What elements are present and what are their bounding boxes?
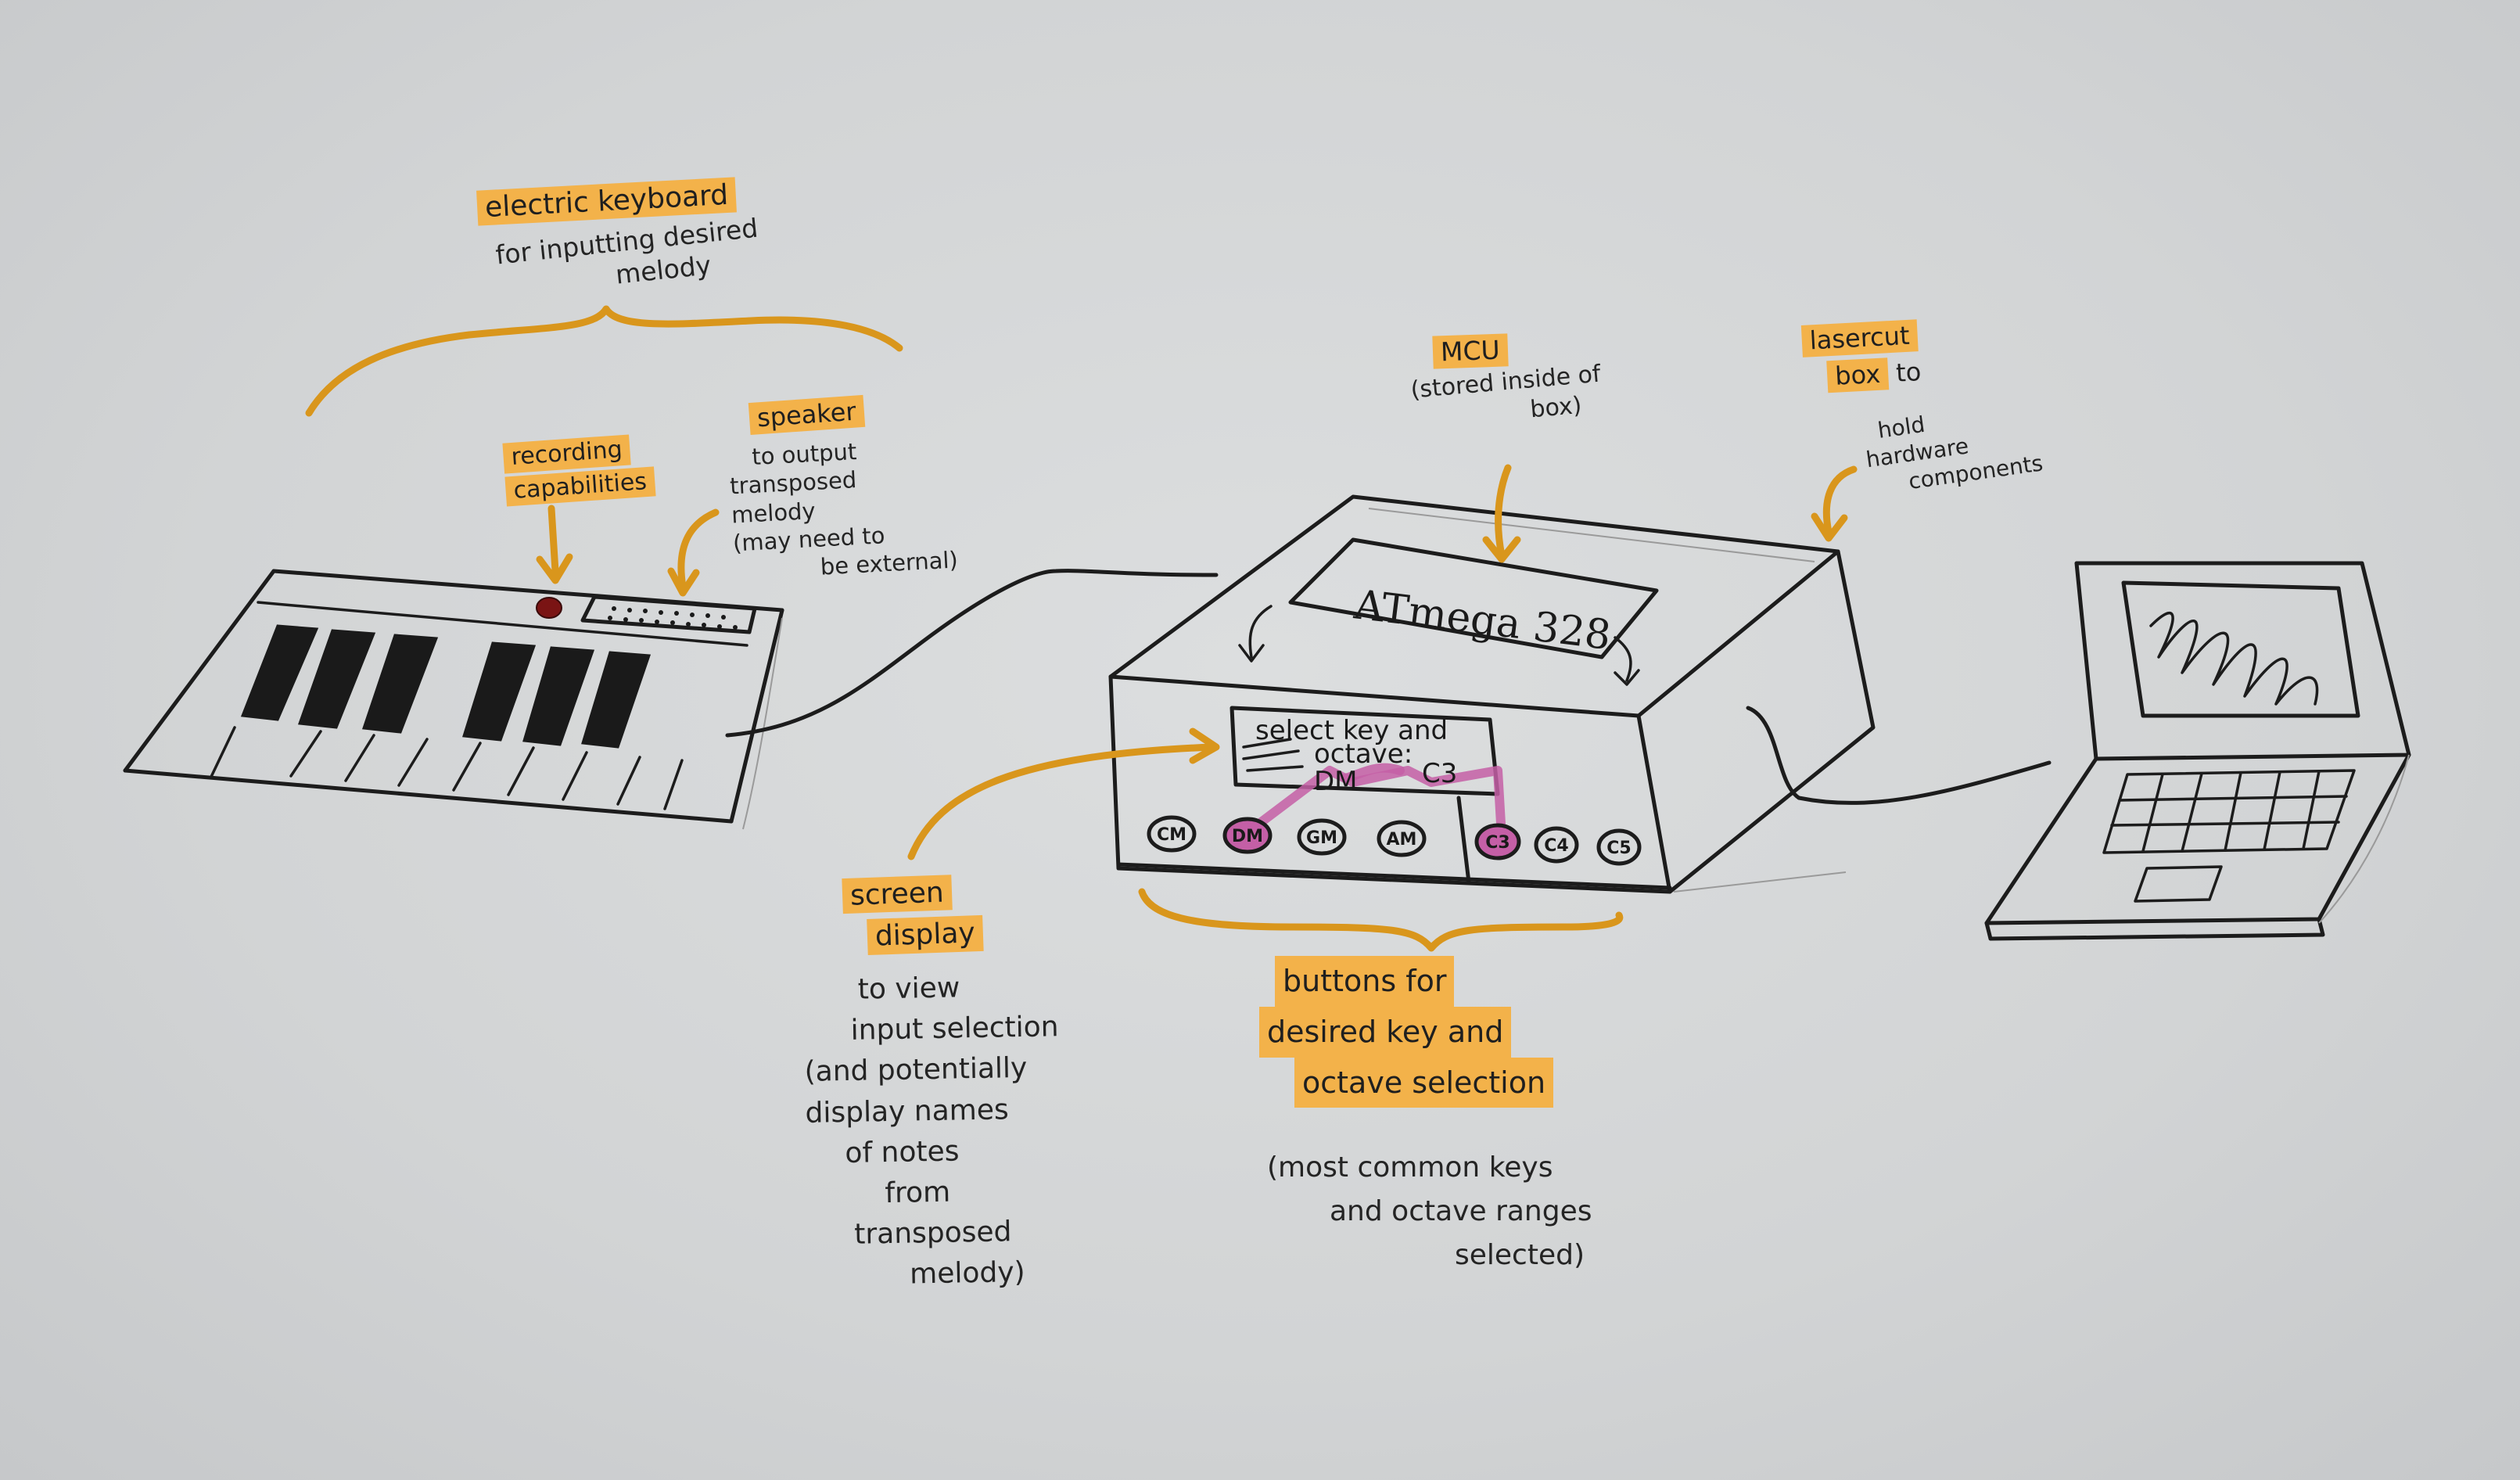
screen-value-octave: C3	[1422, 758, 1457, 789]
svg-text:DM: DM	[1232, 827, 1263, 846]
buttons-brace	[1138, 888, 1624, 952]
laptop-cable	[1746, 706, 2052, 805]
octave-button-c3[interactable]: C3	[1474, 823, 1521, 860]
keyboard-cable	[725, 569, 1219, 738]
key-button-gm[interactable]: GM	[1297, 818, 1347, 856]
screen-value-key: DM	[1314, 766, 1358, 797]
svg-text:GM: GM	[1306, 828, 1337, 848]
screen-display-desc: to view input selection (and potentially…	[804, 972, 1059, 1291]
lasercut-title: lasercut box to	[1800, 319, 1922, 393]
svg-text:C5: C5	[1606, 839, 1631, 858]
laptop	[1984, 561, 2411, 941]
key-button-cm[interactable]: CM	[1147, 815, 1197, 853]
key-button-am[interactable]: AM	[1377, 820, 1427, 857]
screen-line-2: octave:	[1314, 738, 1413, 770]
screen-display-title: screen display	[842, 874, 984, 956]
speaker-desc: to output transposed melody (may need to…	[729, 438, 959, 580]
svg-text:AM: AM	[1387, 830, 1417, 850]
chip-label: ATmega 328	[1351, 581, 1613, 659]
buttons-desc: (most common keys and octave ranges sele…	[1267, 1151, 1592, 1271]
buttons-title: buttons for desired key and octave selec…	[1259, 956, 1554, 1108]
mcu-title: MCU	[1432, 333, 1509, 369]
octave-button-c4[interactable]: C4	[1534, 826, 1579, 864]
svg-text:C4: C4	[1544, 836, 1568, 856]
selection-highlight	[1239, 766, 1506, 842]
record-button-dot	[536, 597, 562, 619]
key-button-dm[interactable]: DM	[1222, 817, 1273, 854]
svg-text:CM: CM	[1157, 825, 1186, 845]
octave-button-c5[interactable]: C5	[1596, 828, 1642, 866]
svg-text:C3: C3	[1485, 833, 1509, 853]
electric-keyboard	[123, 569, 784, 830]
recording-label: recording capabilities	[502, 433, 656, 507]
keyboard-brace	[305, 305, 903, 417]
lasercut-box: ATmega 328 select key and octave: DM C3	[1108, 494, 1876, 894]
